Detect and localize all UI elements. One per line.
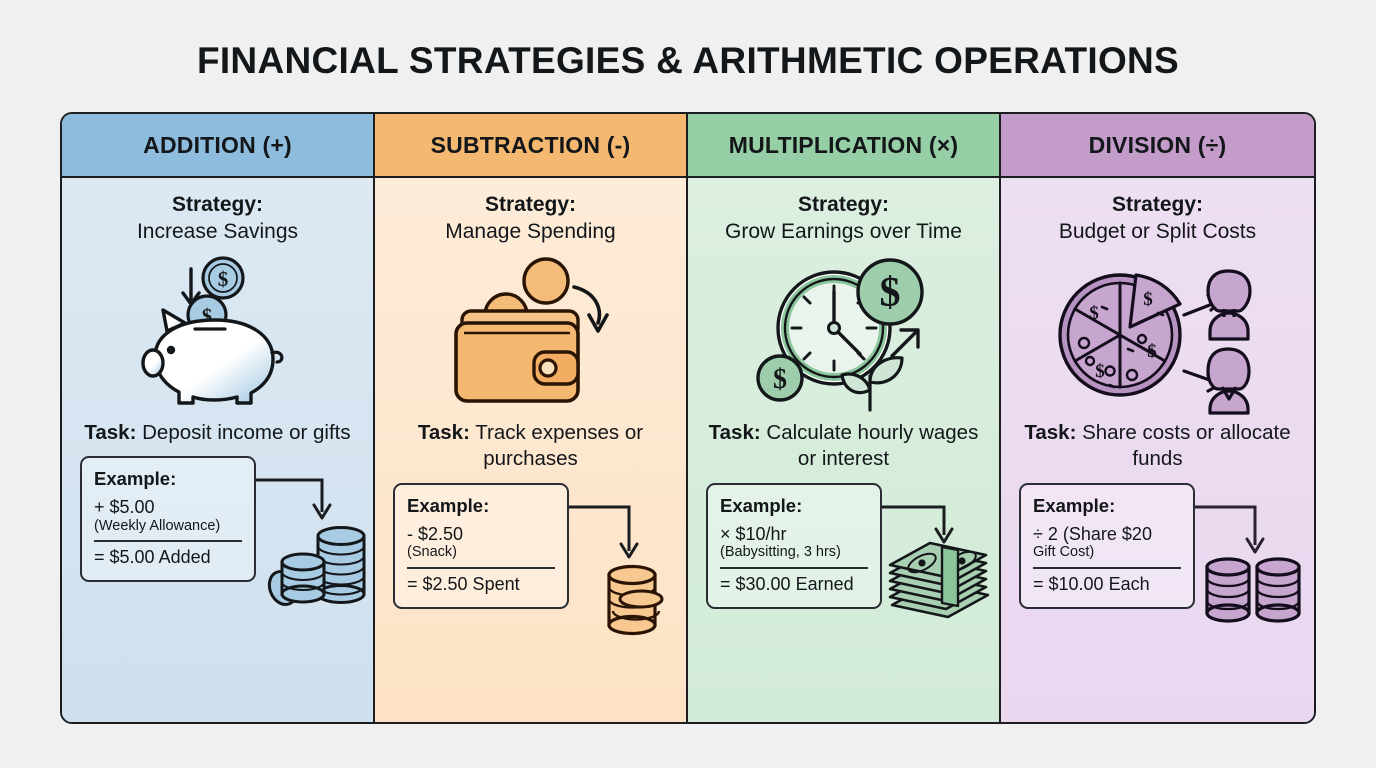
- piggy-bank-icon: $ $: [140, 256, 283, 405]
- strategy-label: Strategy:: [797, 193, 889, 216]
- task-block-division: Task: Share costs or allocate funds: [1001, 420, 1314, 473]
- example-result: = $10.00 Each: [1033, 573, 1150, 594]
- column-body-subtraction: Strategy: Manage Spending: [375, 178, 686, 722]
- example-result: = $5.00 Added: [94, 547, 211, 568]
- cash-stack-icon: [888, 541, 990, 619]
- strategy-block-multiplication: Strategy: Grow Earnings over Time: [725, 192, 962, 246]
- task-label: Task:: [1024, 420, 1077, 444]
- strategy-value: Increase Savings: [136, 219, 299, 243]
- strategy-label: Strategy:: [1111, 193, 1203, 216]
- two-coin-stacks-icon: [1205, 557, 1301, 623]
- example-result: = $30.00 Earned: [720, 573, 854, 594]
- example-box-multiplication: Example: × $10/hr (Babysitting, 3 hrs) =…: [706, 483, 882, 609]
- strategy-block-addition: Strategy: Increase Savings: [137, 192, 298, 246]
- example-note: (Weekly Allowance): [94, 517, 221, 534]
- strategy-value: Manage Spending: [445, 219, 616, 243]
- clock-growth-icon: $ $: [755, 258, 924, 412]
- example-note: (Snack): [407, 544, 457, 561]
- example-divider: [720, 566, 868, 569]
- svg-text:$: $: [879, 270, 900, 316]
- example-title: Example:: [1033, 495, 1116, 517]
- column-body-multiplication: Strategy: Grow Earnings over Time: [688, 178, 999, 722]
- svg-text:$: $: [217, 267, 228, 291]
- column-header-subtraction: SUBTRACTION (-): [375, 114, 686, 178]
- example-box-subtraction: Example: - $2.50 (Snack) = $2.50 Spent: [393, 483, 569, 609]
- strategy-block-subtraction: Strategy: Manage Spending: [445, 192, 615, 246]
- pizza-split-people-icon: $ $ $ $: [1057, 269, 1252, 415]
- example-row-multiplication: Example: × $10/hr (Babysitting, 3 hrs) =…: [688, 483, 999, 722]
- page-title: FINANCIAL STRATEGIES & ARITHMETIC OPERAT…: [196, 40, 1180, 81]
- column-body-division: Strategy: Budget or Split Costs: [1001, 178, 1314, 722]
- column-header-addition: ADDITION (+): [62, 114, 373, 178]
- task-label: Task:: [708, 420, 761, 444]
- column-header-multiplication: MULTIPLICATION (×): [688, 114, 999, 178]
- strategy-label: Strategy:: [484, 193, 576, 216]
- example-divider: [407, 566, 555, 569]
- coin-stack-icon: [607, 564, 664, 636]
- example-box-division: Example: ÷ 2 (Share $20 Gift Cost) = $10…: [1019, 483, 1195, 609]
- strategy-value: Grow Earnings over Time: [725, 219, 962, 243]
- example-note: (Babysitting, 3 hrs): [720, 544, 841, 561]
- connector-arrow-subtraction: [569, 505, 639, 559]
- connector-arrow-addition: [256, 478, 332, 520]
- column-subtraction: SUBTRACTION (-) Strategy: Manage Spendin…: [375, 114, 688, 722]
- task-value: Track expenses or purchases: [475, 420, 644, 471]
- example-divider: [1033, 566, 1181, 569]
- task-block-multiplication: Task: Calculate hourly wages or interest: [688, 420, 999, 473]
- example-title: Example:: [407, 495, 490, 517]
- svg-text:$: $: [1095, 361, 1105, 382]
- column-header-division: DIVISION (÷): [1001, 114, 1314, 178]
- example-row-division: Example: ÷ 2 (Share $20 Gift Cost) = $10…: [1001, 483, 1314, 722]
- task-label: Task:: [417, 420, 470, 444]
- task-label: Task:: [84, 420, 137, 444]
- column-addition: ADDITION (+) Strategy: Increase Savings: [62, 114, 375, 722]
- example-title: Example:: [720, 495, 803, 517]
- example-note: Gift Cost): [1033, 544, 1095, 561]
- connector-arrow-division: [1195, 505, 1265, 554]
- column-division: DIVISION (÷) Strategy: Budget or Split C…: [1001, 114, 1314, 722]
- example-row-addition: Example: + $5.00 (Weekly Allowance) = $5…: [62, 456, 373, 722]
- strategy-label: Strategy:: [171, 193, 264, 216]
- example-divider: [94, 540, 242, 543]
- svg-text:$: $: [1147, 341, 1157, 362]
- example-operation: - $2.50: [407, 524, 464, 545]
- task-block-addition: Task: Deposit income or gifts: [70, 420, 364, 447]
- task-value: Deposit income or gifts: [142, 420, 351, 444]
- strategy-block-division: Strategy: Budget or Split Costs: [1059, 192, 1256, 246]
- strategy-value: Budget or Split Costs: [1058, 219, 1257, 243]
- coin-stacks-icon: [267, 526, 366, 607]
- illustration-division: $ $ $ $: [1001, 248, 1314, 418]
- example-operation: + $5.00: [94, 497, 155, 518]
- svg-text:$: $: [1089, 303, 1099, 324]
- illustration-subtraction: [375, 248, 686, 418]
- example-operation: ÷ 2 (Share $20: [1033, 524, 1152, 545]
- task-value: Calculate hourly wages or interest: [766, 420, 979, 471]
- wallet-icon: [453, 257, 609, 403]
- illustration-addition: $ $: [62, 248, 373, 418]
- task-value: Share costs or allocate funds: [1082, 420, 1291, 471]
- example-operation: × $10/hr: [720, 524, 787, 545]
- example-result: = $2.50 Spent: [407, 573, 520, 594]
- example-title: Example:: [94, 468, 177, 490]
- svg-text:$: $: [773, 364, 787, 395]
- column-body-addition: Strategy: Increase Savings: [62, 178, 373, 722]
- column-multiplication: MULTIPLICATION (×) Strategy: Grow Earnin…: [688, 114, 1001, 722]
- connector-arrow-multiplication: [882, 505, 954, 544]
- illustration-multiplication: $ $: [688, 248, 999, 418]
- example-box-addition: Example: + $5.00 (Weekly Allowance) = $5…: [80, 456, 256, 583]
- svg-text:$: $: [1143, 289, 1153, 310]
- example-row-subtraction: Example: - $2.50 (Snack) = $2.50 Spent: [375, 483, 686, 722]
- svg-text:$: $: [201, 304, 212, 328]
- operations-board: ADDITION (+) Strategy: Increase Savings: [60, 112, 1316, 724]
- task-block-subtraction: Task: Track expenses or purchases: [375, 420, 686, 473]
